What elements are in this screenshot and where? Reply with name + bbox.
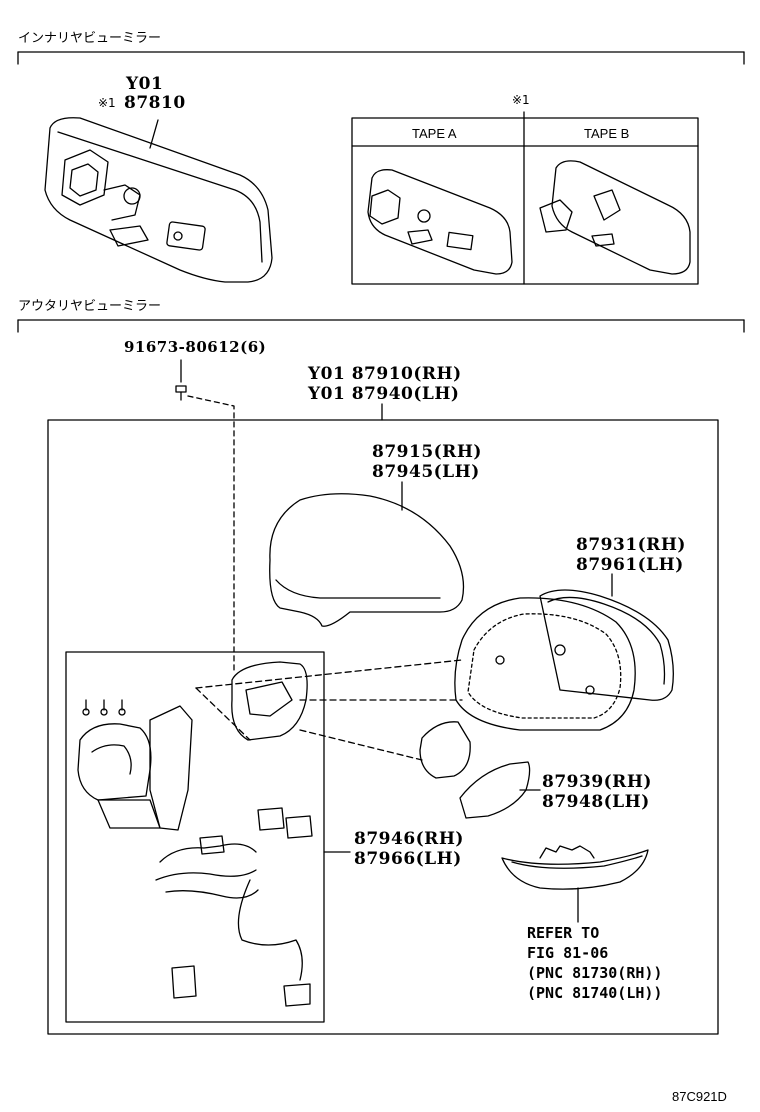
tape-a-illustration[interactable]	[367, 169, 513, 275]
inner-mirror-color-code: Y01	[126, 74, 164, 94]
screw-part-number[interactable]: 91673-80612(6)	[124, 338, 267, 356]
inner-mirror-illustration[interactable]	[44, 117, 273, 283]
tape-b-label: TAPE B	[584, 126, 630, 141]
refer-line-4: (PNC 81740(LH))	[527, 984, 663, 1002]
screw-guide-line	[187, 395, 235, 673]
refer-line-2: FIG 81-06	[527, 944, 609, 962]
lamp-cover-illustration[interactable]	[459, 761, 541, 819]
tape-box	[351, 111, 699, 285]
assembly-frame	[47, 403, 719, 1035]
mirror-cover-illustration[interactable]	[269, 481, 465, 627]
mirror-glass-illustration[interactable]	[539, 573, 674, 701]
mirror-assy-lh-part[interactable]: Y01 87940(LH)	[308, 384, 460, 404]
motor-lh-part[interactable]: 87966(LH)	[354, 849, 462, 869]
tape-note-mark: ※1	[512, 93, 530, 107]
dashed-guides	[195, 659, 463, 761]
mirror-glass-rh-part[interactable]: 87931(RH)	[576, 535, 686, 555]
mirror-cover-lh-part[interactable]: 87945(LH)	[372, 462, 480, 482]
turn-signal-illustration[interactable]	[501, 845, 649, 923]
tape-a-label: TAPE A	[412, 126, 457, 141]
lamp-cover-rh-part[interactable]: 87939(RH)	[542, 772, 652, 792]
inner-section-rule	[17, 51, 745, 65]
mirror-glass-lh-part[interactable]: 87961(LH)	[576, 555, 684, 575]
inner-mirror-part-number[interactable]: 87810	[124, 93, 186, 113]
lamp-cover-lh-part[interactable]: 87948(LH)	[542, 792, 650, 812]
motor-illustration[interactable]	[77, 699, 193, 831]
harness-illustration[interactable]	[155, 807, 313, 1007]
motor-rh-part[interactable]: 87946(RH)	[354, 829, 464, 849]
outer-section-rule	[17, 319, 745, 333]
refer-line-3: (PNC 81730(RH))	[527, 964, 663, 982]
outer-mirror-section-title: アウタリヤビューミラー	[18, 299, 162, 314]
mirror-mount-plate[interactable]	[231, 661, 308, 741]
mirror-assy-rh-part[interactable]: Y01 87910(RH)	[308, 364, 462, 384]
figure-code: 87C921D	[672, 1089, 727, 1104]
mirror-cover-rh-part[interactable]: 87915(RH)	[372, 442, 482, 462]
mirror-housing-illustration[interactable]	[419, 597, 636, 779]
inner-mirror-note-mark: ※1	[98, 96, 116, 110]
inner-mirror-section-title: インナリヤビューミラー	[18, 31, 162, 46]
refer-line-1: REFER TO	[527, 924, 600, 942]
motor-subbox	[65, 651, 325, 1023]
tape-b-illustration[interactable]	[539, 160, 691, 275]
screw-icon[interactable]	[175, 385, 187, 401]
